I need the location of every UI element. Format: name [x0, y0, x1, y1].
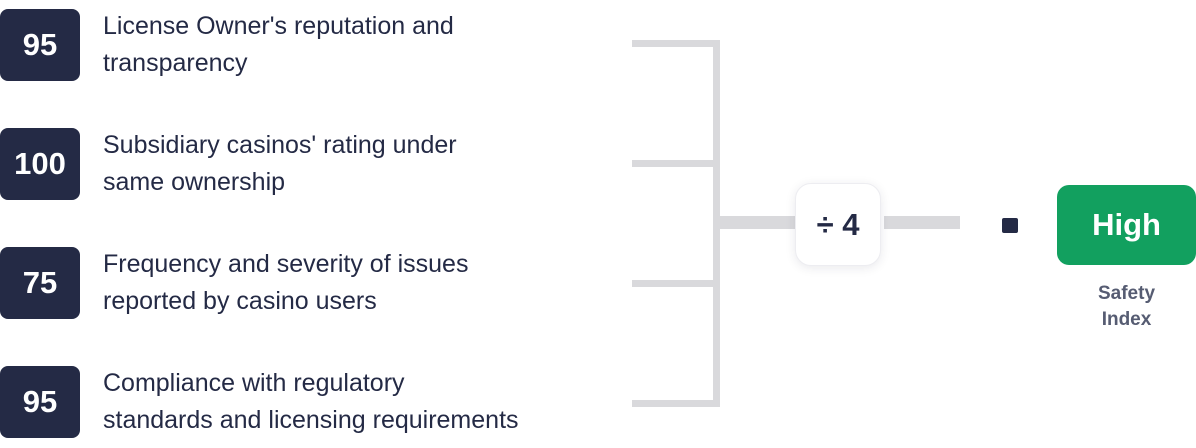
factor-score-badge: 75 — [0, 247, 80, 319]
bracket-to-divider-line — [716, 216, 796, 229]
equals-marker — [1002, 218, 1018, 233]
connector-stub-line — [632, 40, 716, 47]
factor-score-badge: 100 — [0, 128, 80, 200]
factor-row: 95 License Owner's reputation and transp… — [0, 9, 640, 81]
factor-label: Subsidiary casinos' rating under same ow… — [103, 131, 457, 196]
divider-to-result-line — [884, 216, 960, 229]
safety-index-badge: High — [1057, 185, 1196, 265]
connector-stub-line — [632, 280, 716, 287]
safety-index-caption: Safety Index — [1097, 283, 1156, 330]
divide-by-four-box: ÷ 4 — [795, 183, 881, 266]
factor-score-badge: 95 — [0, 9, 80, 81]
factor-score-badge: 95 — [0, 366, 80, 438]
factor-label: Compliance with regulatory standards and… — [103, 369, 519, 434]
factor-label: Frequency and severity of issues reporte… — [103, 250, 469, 315]
factor-row: 75 Frequency and severity of issues repo… — [0, 247, 640, 319]
factor-row: 100 Subsidiary casinos' rating under sam… — [0, 128, 640, 200]
connector-stub-line — [632, 400, 716, 407]
factor-row: 95 Compliance with regulatory standards … — [0, 366, 640, 438]
connector-stub-line — [632, 160, 716, 167]
factor-label: License Owner's reputation and transpare… — [103, 12, 454, 77]
